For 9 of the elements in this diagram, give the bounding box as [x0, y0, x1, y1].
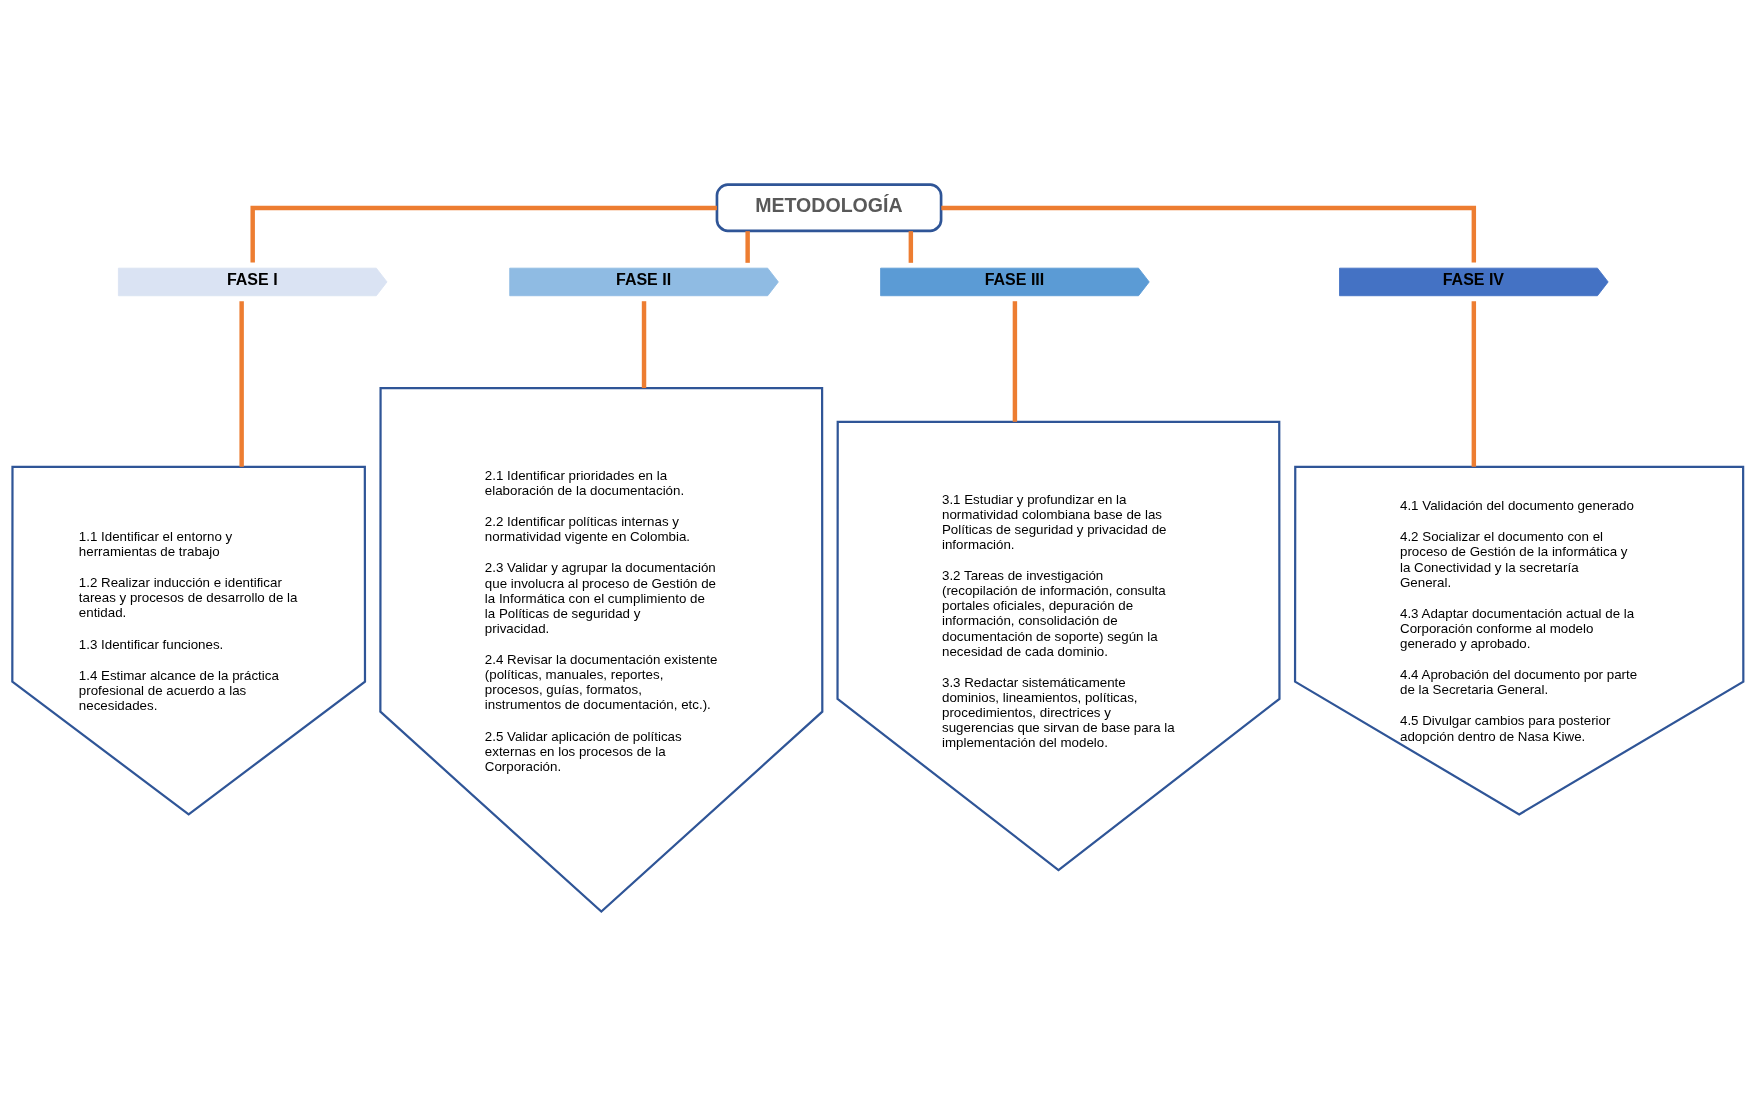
node-box: METODOLOGÍA [715, 182, 943, 232]
connector [745, 230, 750, 263]
connector [641, 300, 647, 388]
connector [908, 230, 914, 263]
connector [1012, 300, 1018, 422]
connector [941, 205, 1477, 262]
connector [239, 300, 244, 467]
connector [1471, 300, 1477, 467]
connector [250, 205, 717, 262]
